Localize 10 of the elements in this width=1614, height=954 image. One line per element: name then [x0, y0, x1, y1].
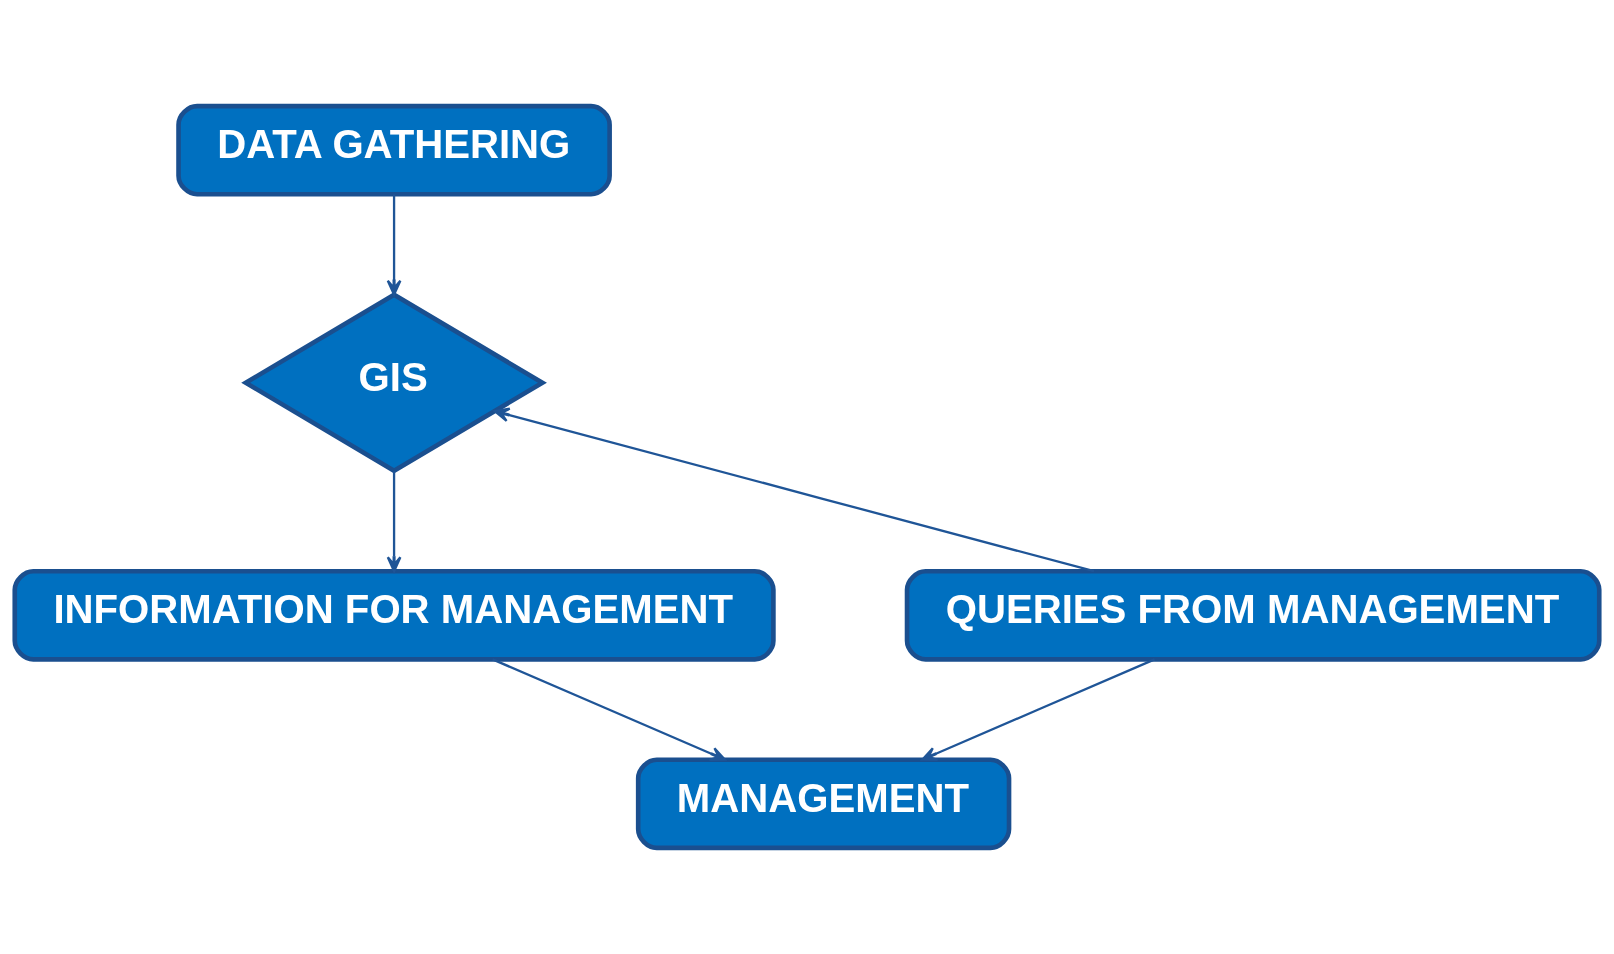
node-box: DATA GATHERING [176, 103, 612, 197]
arrow [386, 471, 402, 573]
node-box: MANAGEMENT [635, 757, 1012, 851]
arrow [921, 658, 1156, 761]
node-box: QUERIES FROM MANAGEMENT [904, 568, 1602, 662]
arrow [492, 658, 726, 761]
node-box: INFORMATION FOR MANAGEMENT [12, 568, 776, 662]
arrow [493, 407, 1095, 573]
node-diamond: GIS [241, 292, 547, 474]
arrow [386, 194, 402, 296]
